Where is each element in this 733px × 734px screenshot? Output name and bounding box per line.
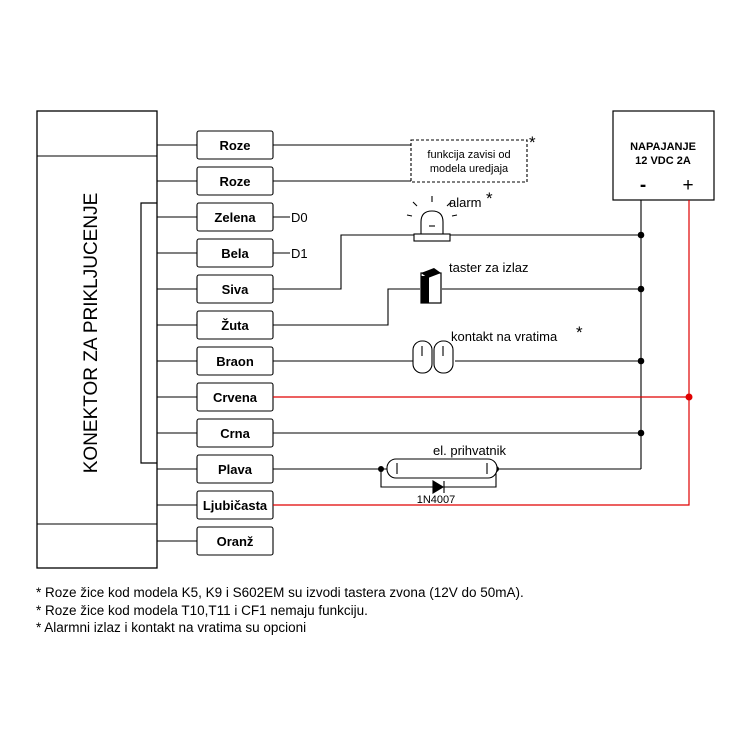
wires	[273, 144, 642, 488]
power-supply: NAPAJANJE 12 VDC 2A - +	[612, 110, 715, 201]
power-supply-rating: 12 VDC 2A	[635, 155, 691, 167]
pin-box	[196, 526, 274, 556]
function-box: funkcija zavisi od modela uredjaja *	[410, 133, 536, 183]
door-contact-icon	[412, 340, 454, 374]
pin-label: Ljubičasta	[203, 498, 268, 513]
pin-label: Žuta	[221, 318, 249, 333]
connector-block: KONEKTOR ZA PRIKLJUCENJE	[36, 110, 158, 569]
pin-label: Roze	[219, 174, 250, 189]
pin-label: Braon	[216, 354, 254, 369]
power-minus: -	[640, 175, 646, 196]
function-box-line1: funkcija zavisi od	[427, 149, 510, 161]
door-contact-star: *	[576, 323, 583, 342]
pin-label: Crvena	[213, 390, 258, 405]
d1-label: D1	[291, 246, 308, 261]
function-box-line2: modela uredjaja	[430, 163, 509, 175]
diode-icon	[432, 480, 445, 494]
power-wires	[273, 200, 690, 506]
d0-label: D0	[291, 210, 308, 225]
exit-button-icon	[420, 268, 442, 304]
pin-label: Siva	[222, 282, 250, 297]
footnote-1: * Roze žice kod modela K5, K9 i S602EM s…	[36, 585, 524, 600]
pin-label: Crna	[220, 426, 250, 441]
function-box-star: *	[529, 133, 536, 152]
pin-label: Roze	[219, 138, 250, 153]
power-supply-label: NAPAJANJE	[630, 141, 696, 153]
junctions	[378, 231, 693, 472]
diode-label: 1N4007	[417, 494, 456, 506]
footnote-3: * Alarmni izlaz i kontakt na vratima su …	[36, 620, 307, 635]
pin-label: Oranž	[217, 534, 254, 549]
connector-title: KONEKTOR ZA PRIKLJUCENJE	[81, 193, 102, 474]
alarm-icon	[406, 196, 458, 242]
lock-icon	[386, 458, 498, 479]
footnotes: * Roze žice kod modela K5, K9 i S602EM s…	[36, 584, 716, 637]
alarm-star: *	[486, 189, 493, 208]
lock-label: el. prihvatnik	[433, 443, 506, 458]
pin-label: Plava	[218, 462, 253, 477]
door-contact-label: kontakt na vratima	[451, 329, 558, 344]
exit-button-label: taster za izlaz	[449, 260, 528, 275]
pin-label: Zelena	[214, 210, 256, 225]
power-plus: +	[682, 175, 693, 196]
footnote-2: * Roze žice kod modela T10,T11 i CF1 nem…	[36, 602, 368, 618]
pin-label: Bela	[221, 246, 249, 261]
pin-list: RozeRozeZelenaBelaSivaŽutaBraonCrvenaCrn…	[157, 130, 274, 556]
alarm-label: alarm	[449, 195, 482, 210]
